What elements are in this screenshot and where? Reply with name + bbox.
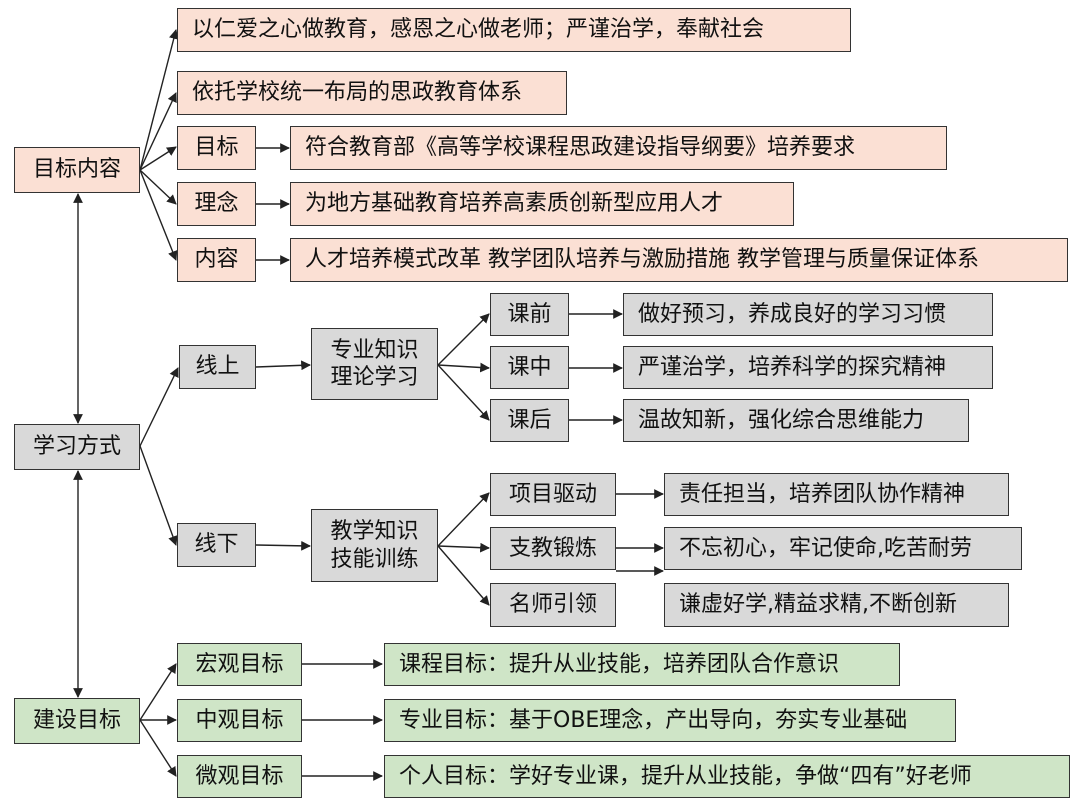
arrow-learning-online bbox=[139, 367, 179, 447]
arrow-offline-skill bbox=[255, 540, 311, 551]
node-skill-training: 教学知识 技能训练 bbox=[311, 509, 438, 582]
node-online-label: 线上 bbox=[195, 354, 240, 380]
node-after-class-detail: 温故知新，强化综合思维能力 bbox=[623, 399, 969, 442]
node-learning-mode: 学习方式 bbox=[14, 424, 140, 470]
node-philosophy-label: 理念 bbox=[194, 191, 239, 217]
node-construction-goal-label: 建设目标 bbox=[32, 708, 121, 734]
node-after-class-label: 课后 bbox=[507, 407, 552, 433]
node-philosophy-detail: 为地方基础教育培养高素质创新型应用人才 bbox=[290, 182, 794, 226]
node-project-driven-label: 项目驱动 bbox=[508, 481, 597, 507]
arrow-learning-offline bbox=[139, 445, 178, 546]
node-after-class-detail-label: 温故知新，强化综合思维能力 bbox=[638, 407, 925, 433]
arrow-online-theory bbox=[255, 360, 311, 371]
node-target-label: 目标 bbox=[194, 135, 239, 161]
node-before-class-detail-label: 做好预习，养成良好的学习习惯 bbox=[638, 301, 947, 327]
arrow-skill-project bbox=[437, 492, 490, 547]
node-learning-mode-label: 学习方式 bbox=[32, 434, 121, 460]
node-macro-goal: 宏观目标 bbox=[177, 643, 302, 686]
arrow-skill-mentor bbox=[437, 545, 490, 606]
node-during-class-detail: 严谨治学，培养科学的探究精神 bbox=[623, 346, 993, 389]
node-skill-training-line1: 教学知识 bbox=[330, 519, 419, 544]
node-motto: 以仁爱之心做教育，感恩之心做老师；严谨治学，奉献社会 bbox=[177, 8, 851, 52]
node-after-class: 课后 bbox=[490, 399, 569, 442]
node-project-driven-detail-label: 责任担当，培养团队协作精神 bbox=[679, 481, 966, 507]
node-macro-goal-detail: 课程目标：提升从业技能，培养团队合作意识 bbox=[384, 643, 900, 686]
arrow-build-micro bbox=[139, 719, 177, 777]
arrow-goal-linian bbox=[139, 169, 177, 205]
node-mentor-guidance: 名师引领 bbox=[490, 583, 616, 627]
node-content-detail-label: 人才培养模式改革 教学团队培养与激励措施 教学管理与质量保证体系 bbox=[305, 247, 979, 273]
node-meso-goal-detail: 专业目标：基于OBE理念，产出导向，夯实专业基础 bbox=[384, 699, 956, 742]
node-skill-training-line2: 技能训练 bbox=[330, 546, 419, 572]
node-teaching-practice-detail-label: 不忘初心，牢记使命,吃苦耐劳 bbox=[679, 535, 972, 561]
node-before-class-detail: 做好预习，养成良好的学习习惯 bbox=[623, 293, 993, 336]
node-meso-goal: 中观目标 bbox=[177, 699, 302, 742]
node-micro-goal-detail-label: 个人目标：学好专业课，提升从业技能，争做“四有”好老师 bbox=[399, 763, 972, 789]
node-mentor-guidance-label: 名师引领 bbox=[508, 592, 597, 618]
node-content-label: 内容 bbox=[194, 247, 239, 273]
node-teaching-practice-label: 支教锻炼 bbox=[508, 535, 597, 561]
node-ideology-system-label: 依托学校统一布局的思政教育体系 bbox=[192, 80, 523, 106]
arrow-goal-yituo bbox=[139, 92, 177, 171]
arrow-goal-motto bbox=[139, 29, 179, 171]
node-construction-goal: 建设目标 bbox=[14, 698, 140, 744]
node-skill-training-label: 教学知识 技能训练 bbox=[330, 518, 418, 573]
node-meso-goal-detail-label: 专业目标：基于OBE理念，产出导向，夯实专业基础 bbox=[399, 707, 908, 733]
node-target-detail: 符合教育部《高等学校课程思政建设指导纲要》培养要求 bbox=[290, 126, 947, 170]
node-micro-goal-detail: 个人目标：学好专业课，提升从业技能，争做“四有”好老师 bbox=[384, 755, 1070, 798]
node-goal-content: 目标内容 bbox=[14, 147, 140, 193]
node-theory-learning-label: 专业知识 理论学习 bbox=[330, 337, 418, 392]
node-content-detail: 人才培养模式改革 教学团队培养与激励措施 教学管理与质量保证体系 bbox=[290, 238, 1068, 282]
node-motto-label: 以仁爱之心做教育，感恩之心做老师；严谨治学，奉献社会 bbox=[192, 17, 765, 43]
node-ideology-system: 依托学校统一布局的思政教育体系 bbox=[177, 71, 567, 115]
arrow-skill-teaching bbox=[437, 542, 490, 553]
node-theory-learning: 专业知识 理论学习 bbox=[311, 328, 438, 400]
node-mentor-guidance-detail: 谦虚好学,精益求精,不断创新 bbox=[664, 583, 1009, 627]
arrow-theory-after bbox=[437, 364, 490, 421]
node-micro-goal-label: 微观目标 bbox=[195, 763, 284, 789]
node-philosophy: 理念 bbox=[177, 182, 256, 226]
arrow-build-macro bbox=[139, 663, 177, 721]
node-offline-label: 线下 bbox=[194, 532, 239, 558]
node-meso-goal-label: 中观目标 bbox=[195, 707, 284, 733]
node-target-detail-label: 符合教育部《高等学校课程思政建设指导纲要》培养要求 bbox=[305, 135, 856, 161]
node-teaching-practice: 支教锻炼 bbox=[490, 527, 616, 570]
node-content: 内容 bbox=[177, 238, 256, 282]
node-target: 目标 bbox=[177, 126, 256, 170]
node-project-driven-detail: 责任担当，培养团队协作精神 bbox=[664, 473, 1009, 516]
node-project-driven: 项目驱动 bbox=[490, 473, 616, 516]
node-mentor-guidance-detail-label: 谦虚好学,精益求精,不断创新 bbox=[679, 592, 957, 618]
node-during-class: 课中 bbox=[490, 346, 569, 389]
node-theory-learning-line2: 理论学习 bbox=[330, 365, 419, 390]
node-macro-goal-detail-label: 课程目标：提升从业技能，培养团队合作意识 bbox=[399, 651, 840, 677]
arrow-theory-during bbox=[437, 362, 490, 373]
node-before-class-label: 课前 bbox=[507, 301, 552, 327]
node-goal-content-label: 目标内容 bbox=[32, 157, 121, 183]
node-during-class-detail-label: 严谨治学，培养科学的探究精神 bbox=[638, 354, 947, 380]
arrow-goal-mubiao bbox=[139, 146, 177, 171]
arrow-theory-before bbox=[437, 313, 490, 366]
node-before-class: 课前 bbox=[490, 293, 569, 336]
node-macro-goal-label: 宏观目标 bbox=[195, 651, 284, 677]
node-micro-goal: 微观目标 bbox=[177, 755, 302, 798]
node-philosophy-detail-label: 为地方基础教育培养高素质创新型应用人才 bbox=[305, 191, 724, 217]
node-during-class-label: 课中 bbox=[507, 354, 552, 380]
node-online: 线上 bbox=[179, 345, 256, 389]
arrow-goal-neirong bbox=[139, 169, 178, 261]
node-theory-learning-line1: 专业知识 bbox=[330, 337, 419, 363]
node-teaching-practice-detail: 不忘初心，牢记使命,吃苦耐劳 bbox=[664, 527, 1022, 570]
node-offline: 线下 bbox=[177, 523, 256, 567]
